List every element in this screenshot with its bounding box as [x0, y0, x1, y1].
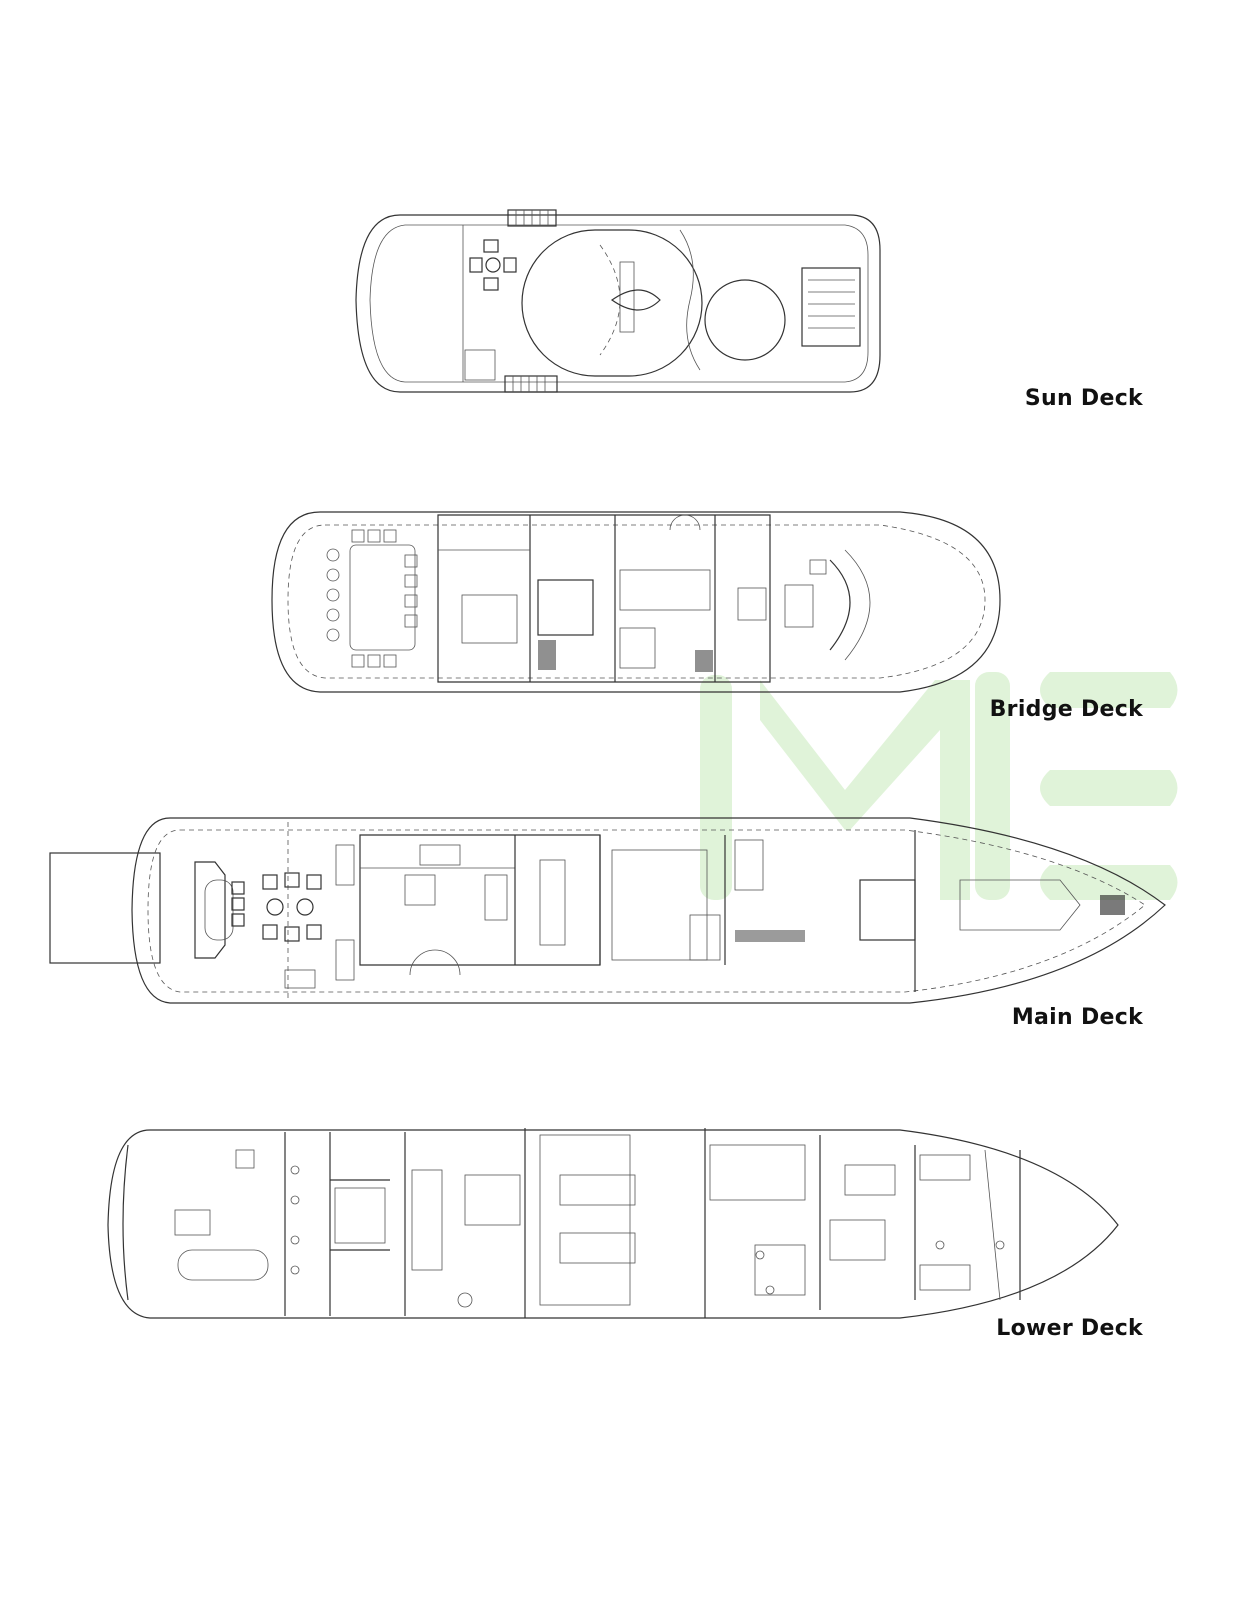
lower-deck-plan: [107, 1128, 1119, 1319]
watermark-logo: [700, 672, 1178, 900]
bridge-deck-plan: [271, 511, 1001, 693]
main-deck-label: Main Deck: [1011, 1005, 1143, 1030]
sun-deck-plan: [355, 209, 881, 393]
bridge-deck-label: Bridge Deck: [989, 697, 1143, 722]
lower-deck-label: Lower Deck: [996, 1316, 1143, 1341]
sun-deck-label: Sun Deck: [1024, 386, 1143, 411]
main-deck-plan: [49, 817, 1166, 1004]
